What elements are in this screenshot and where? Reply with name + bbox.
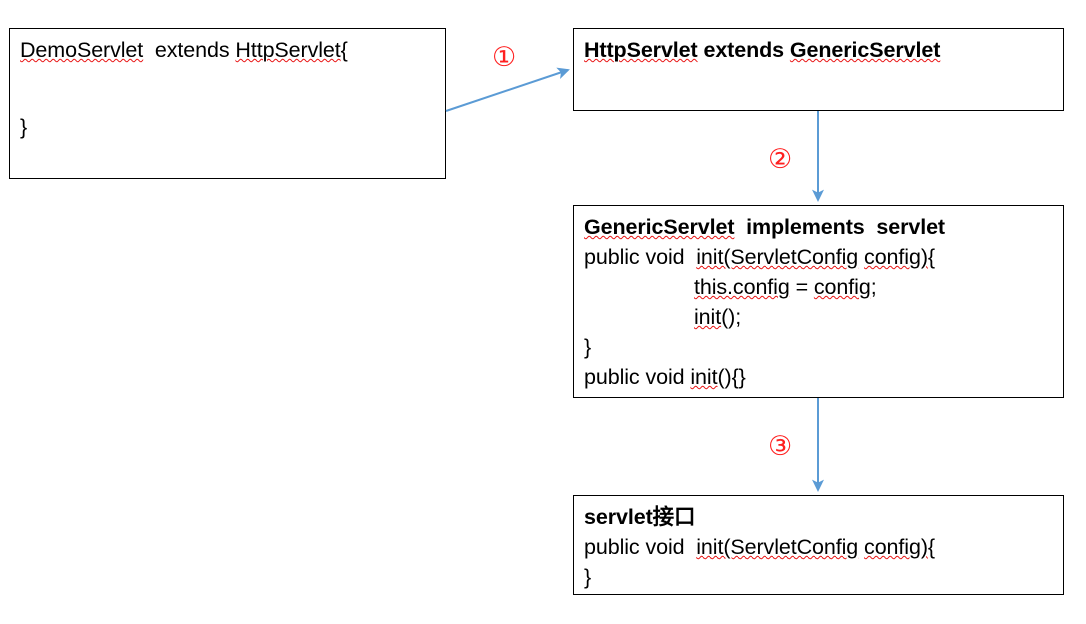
- box-demoservlet-line-3: }: [20, 115, 28, 139]
- box-genericservlet-line-2: public void init(ServletConfig config){: [584, 245, 935, 269]
- box-genericservlet-line-6: public void init(){}: [584, 365, 746, 389]
- box-servlet[interactable]: servlet接口 public void init(ServletConfig…: [573, 495, 1064, 595]
- box-genericservlet[interactable]: GenericServlet implements servlet public…: [573, 205, 1064, 398]
- box-httpservlet[interactable]: HttpServlet extends GenericServlet: [573, 28, 1064, 111]
- arrow-1: [445, 67, 570, 112]
- step-marker-3: ③: [768, 431, 793, 462]
- box-genericservlet-line-5: }: [584, 335, 592, 359]
- box-genericservlet-line-1: GenericServlet implements servlet: [584, 215, 945, 239]
- box-demoservlet-line-1: DemoServlet extends HttpServlet{: [20, 38, 348, 62]
- box-demoservlet[interactable]: DemoServlet extends HttpServlet{ }: [9, 28, 446, 179]
- box-demoservlet-spacer: [20, 66, 435, 112]
- step-marker-2: ②: [768, 144, 793, 175]
- box-httpservlet-line-1: HttpServlet extends GenericServlet: [584, 38, 941, 62]
- box-genericservlet-line-4: init();: [694, 305, 742, 329]
- box-servlet-line-1: servlet接口: [584, 505, 696, 529]
- step-marker-1: ①: [492, 42, 517, 73]
- box-servlet-line-3: }: [584, 565, 592, 589]
- box-genericservlet-line-3: this.config = config;: [694, 275, 877, 299]
- box-servlet-line-2: public void init(ServletConfig config){: [584, 535, 935, 559]
